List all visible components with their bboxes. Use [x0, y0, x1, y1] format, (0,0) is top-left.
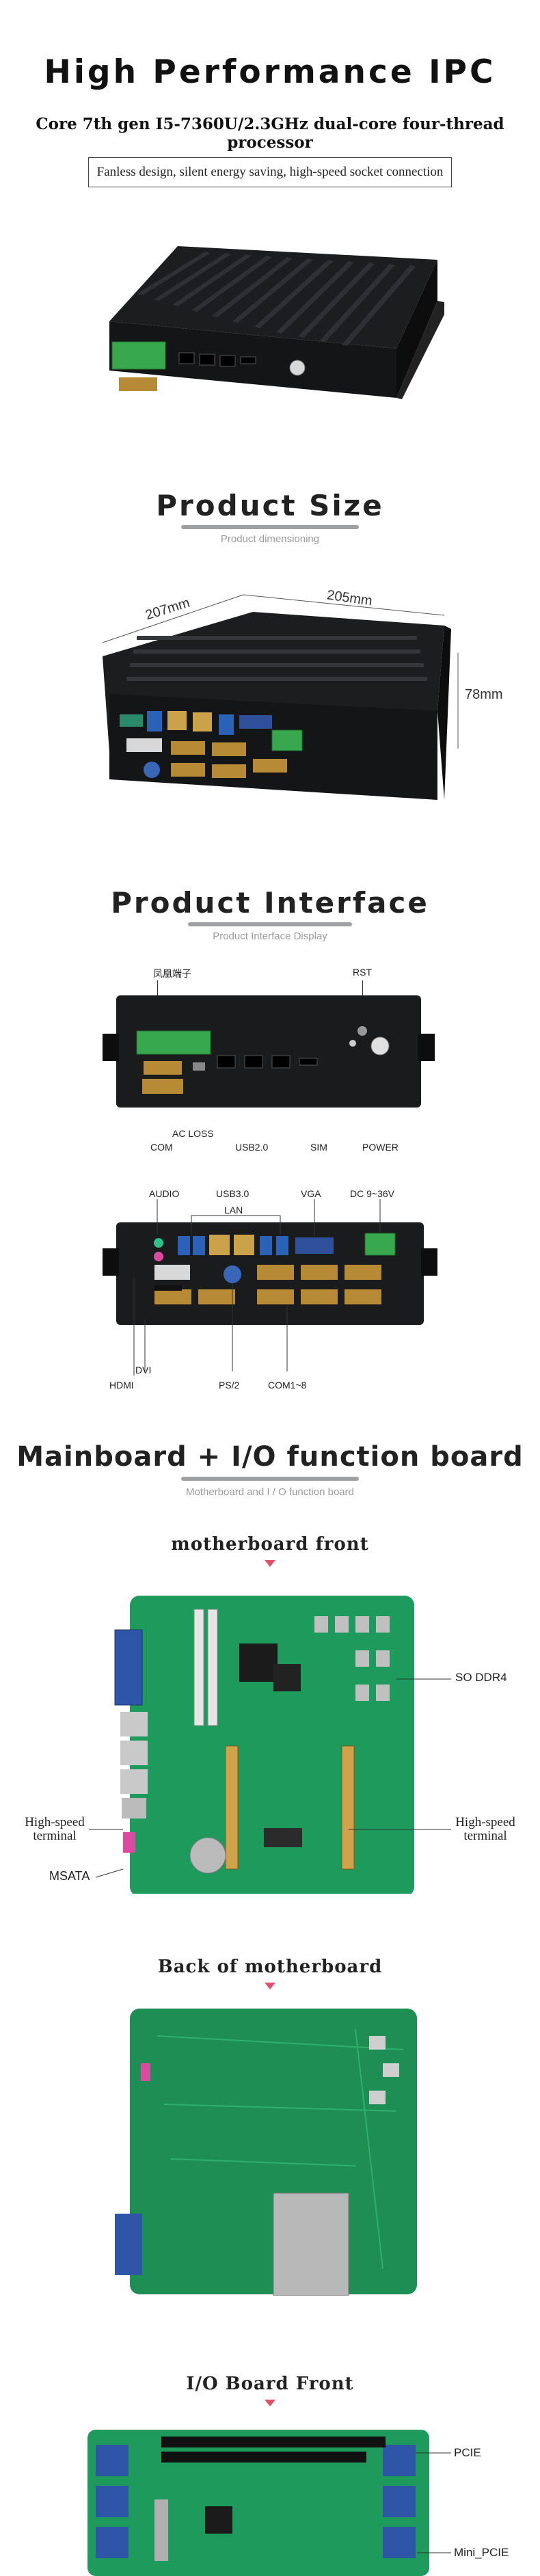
label-audio: AUDIO	[149, 1188, 180, 1199]
motherboard-front-diagram: SO DDR4 High-speed terminal High-speed t…	[0, 1589, 540, 1894]
section-divider	[181, 525, 359, 529]
size-device-illustration	[102, 594, 459, 800]
product-interface-title: Product Interface	[111, 886, 429, 920]
label-rst: RST	[353, 967, 372, 978]
mainboard-subtitle: Motherboard and I / O function board	[186, 1486, 354, 1498]
down-arrow-icon	[265, 1983, 275, 1989]
hero-device-image	[0, 219, 540, 424]
down-arrow-icon	[265, 1560, 275, 1567]
label-phoenix-terminal: 凤凰端子	[153, 968, 191, 979]
motherboard-front-heading-wrap: motherboard front	[0, 1534, 540, 1567]
label-high-speed-terminal-right: High-speed terminal	[455, 1815, 515, 1843]
section-divider	[188, 922, 352, 926]
product-interface-subtitle: Product Interface Display	[213, 930, 327, 942]
hero-title: High Performance IPC	[0, 53, 540, 91]
product-size-heading: Product Size Product dimensioning	[0, 489, 540, 545]
motherboard-back-illustration	[115, 2009, 417, 2296]
label-msata: MSATA	[49, 1869, 90, 1883]
page-title: High Performance IPC	[44, 53, 496, 91]
label-vga: VGA	[301, 1188, 321, 1199]
motherboard-back-heading-wrap: Back of motherboard	[0, 1957, 540, 1989]
io-board-heading-wrap: I/O Board Front	[0, 2374, 540, 2406]
motherboard-back-diagram	[0, 2009, 540, 2296]
label-high-speed-terminal-left: High-speed terminal	[25, 1815, 85, 1843]
motherboard-front-heading: motherboard front	[171, 1534, 369, 1555]
label-com1-8: COM1~8	[268, 1380, 307, 1391]
hero-subtitle-wrap: Core 7th gen I5-7360U/2.3GHz dual-core f…	[0, 115, 540, 152]
label-mini-pcie: Mini_PCIE	[454, 2546, 509, 2559]
product-size-diagram: 207mm 205mm 78mm	[0, 574, 540, 848]
hero-subtitle: Core 7th gen I5-7360U/2.3GHz dual-core f…	[36, 115, 504, 152]
feature-box: Fanless design, silent energy saving, hi…	[87, 157, 453, 187]
io-board-illustration	[87, 2430, 451, 2576]
label-ps2: PS/2	[219, 1380, 240, 1391]
label-sim: SIM	[310, 1142, 327, 1153]
motherboard-back-heading: Back of motherboard	[157, 1957, 383, 1977]
mainboard-heading: Mainboard + I/O function board Motherboa…	[0, 1441, 540, 1498]
io-board-diagram: PCIE Mini_PCIE	[0, 2424, 540, 2576]
front-panel-diagram: 凤凰端子 RST AC LOSS COM USB2.0 SIM POWER	[0, 957, 540, 1162]
label-power: POWER	[362, 1142, 399, 1153]
rear-panel-illustration	[103, 1199, 437, 1376]
product-size-subtitle: Product dimensioning	[220, 533, 320, 545]
product-interface-heading: Product Interface Product Interface Disp…	[0, 886, 540, 942]
rear-panel-diagram: AUDIO USB3.0 VGA DC 9~36V LAN	[0, 1183, 540, 1408]
feature-box-wrap: Fanless design, silent energy saving, hi…	[0, 157, 540, 187]
label-pcie: PCIE	[454, 2446, 481, 2459]
label-ac-loss: AC LOSS	[172, 1128, 214, 1139]
label-dvi: DVI	[135, 1365, 152, 1376]
motherboard-front-illustration	[89, 1596, 451, 1894]
io-board-heading: I/O Board Front	[186, 2374, 354, 2394]
label-usb3: USB3.0	[216, 1188, 249, 1199]
label-dc: DC 9~36V	[350, 1188, 394, 1199]
label-com: COM	[150, 1142, 173, 1153]
down-arrow-icon	[265, 2400, 275, 2406]
front-panel-illustration	[103, 995, 435, 1108]
label-hdmi: HDMI	[109, 1380, 134, 1391]
label-usb2: USB2.0	[235, 1142, 269, 1153]
dim-height-label: 78mm	[465, 687, 503, 702]
label-so-ddr4: SO DDR4	[455, 1671, 507, 1684]
ipc-device-illustration	[109, 246, 444, 399]
mainboard-title: Mainboard + I/O function board	[16, 1441, 524, 1473]
label-lan: LAN	[224, 1205, 243, 1216]
section-divider	[181, 1477, 359, 1481]
product-size-title: Product Size	[156, 489, 384, 522]
